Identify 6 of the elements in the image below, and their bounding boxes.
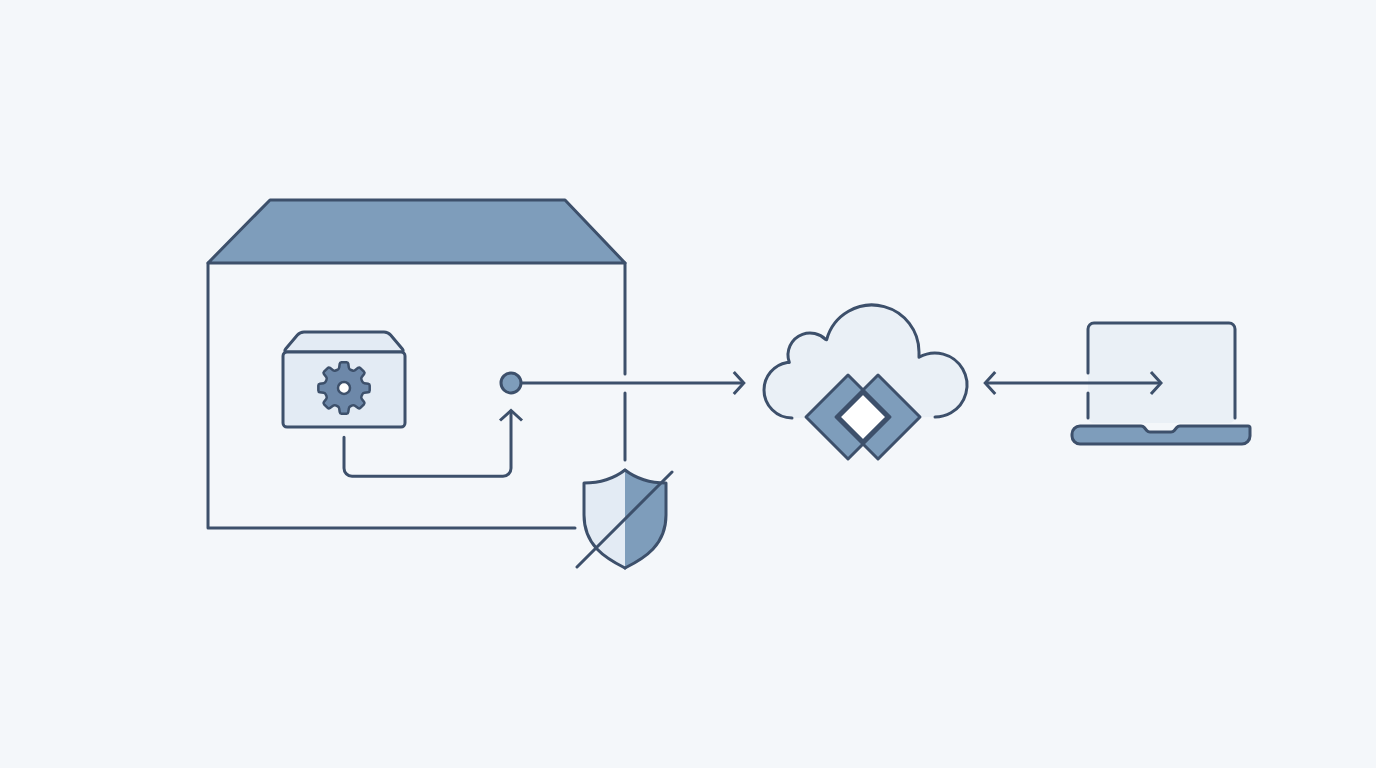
arrow xyxy=(521,371,746,395)
building-outline xyxy=(206,198,627,530)
laptop xyxy=(1070,321,1252,446)
arrow xyxy=(983,370,1163,395)
arrow xyxy=(342,408,523,478)
connector-dot xyxy=(499,371,523,395)
